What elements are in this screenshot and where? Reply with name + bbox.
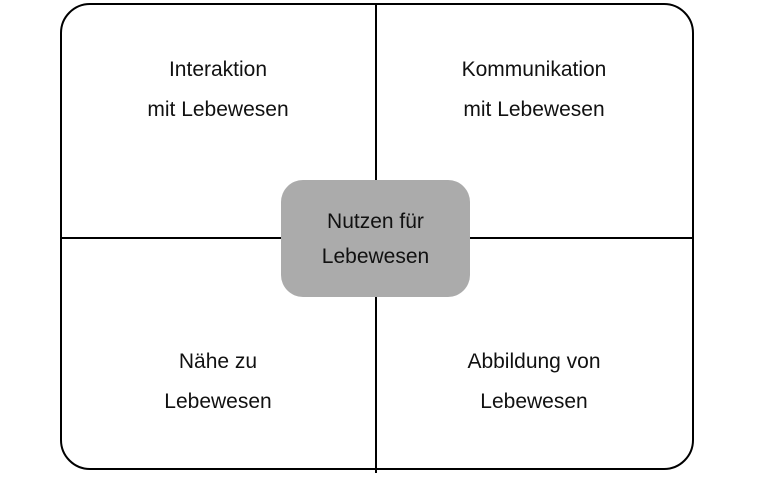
quadrant-top-left-line2: mit Lebewesen: [147, 98, 289, 121]
quadrant-bottom-left-line1: Nähe zu: [178, 350, 258, 373]
quadrant-top-right-line1: Kommunikation: [461, 58, 607, 81]
quadrant-top-left-line1: Interaktion: [168, 58, 268, 81]
quadrant-top-right-line2: mit Lebewesen: [463, 98, 605, 121]
diagram-outer-border: [60, 3, 694, 470]
center-node-line2: Lebewesen: [321, 244, 430, 268]
quadrant-top-right: Kommunikation mit Lebewesen: [384, 50, 684, 130]
center-node-line1: Nutzen für: [327, 209, 424, 233]
quadrant-bottom-left: Nähe zu Lebewesen: [68, 342, 368, 422]
quadrant-top-left: Interaktion mit Lebewesen: [68, 50, 368, 130]
quadrant-bottom-left-line2: Lebewesen: [164, 390, 272, 413]
quadrant-bottom-right: Abbildung von Lebewesen: [384, 342, 684, 422]
quadrant-bottom-right-line2: Lebewesen: [480, 390, 588, 413]
quadrant-bottom-right-line1: Abbildung von: [467, 350, 601, 373]
center-node: Nutzen für Lebewesen: [281, 180, 470, 297]
